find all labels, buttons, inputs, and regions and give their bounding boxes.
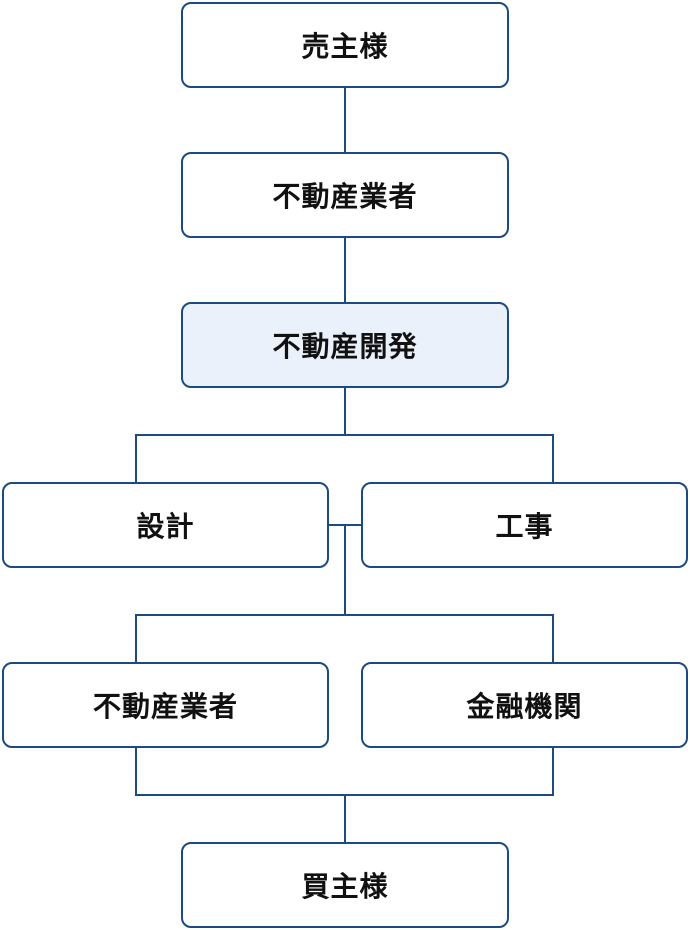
connector-trunk-finance	[345, 614, 554, 662]
real-estate-developer-node: 不動産開発	[181, 302, 509, 388]
connector-developer-design	[135, 434, 345, 482]
real-estate-agent-bottom-node: 不動産業者	[2, 662, 329, 748]
construction-node: 工事	[361, 482, 688, 568]
seller-label: 売主様	[301, 30, 389, 63]
design-label: 設計	[136, 510, 195, 543]
connector-finance-merge	[345, 748, 554, 796]
financial-institution-label: 金融機関	[466, 690, 583, 723]
real-estate-agent-top-node: 不動産業者	[181, 152, 509, 238]
buyer-node: 買主様	[181, 842, 509, 928]
financial-institution-node: 金融機関	[361, 662, 688, 748]
real-estate-agent-bottom-label: 不動産業者	[92, 690, 238, 723]
connector-trunk-agent	[135, 614, 345, 662]
design-node: 設計	[2, 482, 329, 568]
real-estate-developer-label: 不動産開発	[272, 330, 418, 363]
connector-developer-construction	[345, 434, 554, 482]
construction-label: 工事	[495, 510, 554, 543]
buyer-label: 買主様	[301, 870, 389, 903]
real-estate-agent-top-label: 不動産業者	[272, 180, 418, 213]
connector-agent-merge	[135, 748, 345, 796]
seller-node: 売主様	[181, 2, 509, 88]
